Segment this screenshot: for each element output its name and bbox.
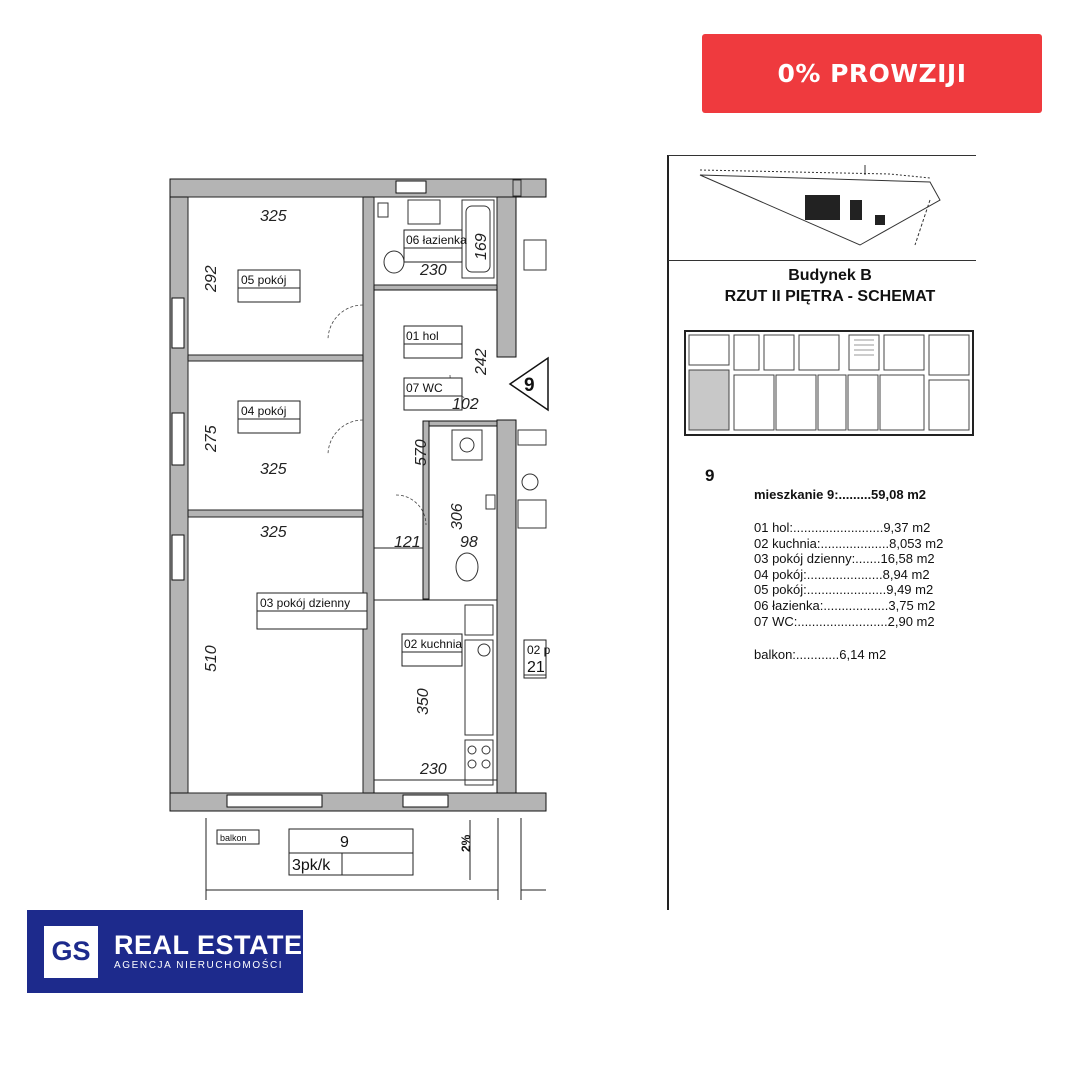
panel-divider — [667, 155, 669, 910]
unit-area-summary: mieszkanie 9:.........59,08 m2 — [754, 487, 926, 502]
room-label-01: 01 hol — [406, 329, 439, 343]
room-label-04: 04 pokój — [241, 404, 286, 418]
room-area-row: 01 hol:.........................9,37 m2 — [754, 520, 931, 535]
unit-box-number: 9 — [340, 834, 349, 851]
header-rule — [668, 155, 976, 156]
room-area-row: 07 WC:.........................2,90 m2 — [754, 613, 935, 629]
walls — [169, 178, 547, 812]
room-label-05: 05 pokój — [241, 273, 286, 287]
balcony — [205, 818, 546, 900]
dimension-230-bathroom: 230 — [419, 262, 447, 279]
dimension-102: 102 — [452, 396, 479, 413]
commission-badge-label: 0% PROWZIJI — [777, 59, 967, 88]
site-map-rule — [668, 260, 976, 261]
dimension-570: 570 — [413, 439, 430, 466]
dimension-242: 242 — [473, 348, 490, 376]
dimension-275: 275 — [203, 425, 220, 453]
logo-initials: GS — [44, 925, 98, 978]
dimension-510: 510 — [203, 645, 220, 672]
room-label-06: 06 łazienka — [406, 233, 467, 247]
dimension-169: 169 — [473, 233, 490, 260]
logo-tagline: AGENCJA NIERUCHOMOŚCI — [114, 959, 284, 971]
room-area-row: 05 pokój:......................9,49 m2 — [754, 582, 934, 598]
room-area-row: 06 łazienka:..................3,75 m2 — [754, 597, 936, 613]
room-area-list: 01 hol:.........................9,37 m2 … — [754, 520, 943, 629]
dimension-98: 98 — [460, 534, 478, 551]
dimension-230-kitchen: 230 — [419, 761, 447, 778]
balcony-area: balkon:............6,14 m2 — [754, 647, 887, 662]
neighbor-room-label: 02 p — [527, 643, 551, 657]
door-swings — [327, 304, 476, 526]
unit-box-type: 3pk/k — [292, 857, 331, 874]
room-area-row: 04 pokój:.....................8,94 m2 — [754, 566, 930, 582]
slope-label: 2% — [459, 834, 473, 852]
neighbor-room-value: 21 — [527, 659, 545, 676]
unit-number: 9 — [705, 466, 715, 485]
floor-overview — [684, 330, 974, 436]
room-area-row: 02 kuchnia:...................8,053 m2 — [754, 535, 944, 551]
room-area-row: 03 pokój dzienny:.......16,58 m2 — [754, 551, 935, 567]
room-label-02: 02 kuchnia — [404, 637, 462, 651]
neighbor-unit — [512, 179, 547, 676]
unit-marker-triangle — [508, 356, 549, 412]
floor-plan: 05 pokój 04 pokój 03 pokój dzienny 06 ła… — [169, 178, 551, 900]
balcony-label: balkon — [220, 833, 247, 843]
dimension-325-lower: 325 — [260, 524, 287, 541]
logo-name: REAL ESTATE — [114, 929, 303, 960]
room-label-07: 07 WC — [406, 381, 443, 395]
building-title: Budynek B — [788, 267, 872, 284]
kitchen-fixtures — [464, 604, 494, 786]
dimension-306: 306 — [449, 503, 466, 530]
dimension-121: 121 — [394, 534, 421, 551]
site-map — [699, 165, 941, 246]
room-label-03: 03 pokój dzienny — [260, 596, 350, 610]
dimension-350: 350 — [415, 688, 432, 715]
windows — [171, 180, 449, 808]
bathroom-fixtures — [377, 199, 496, 582]
dimension-292: 292 — [203, 265, 220, 293]
dimension-325-top: 325 — [260, 208, 287, 225]
agency-logo: GS REAL ESTATE AGENCJA NIERUCHOMOŚCI — [27, 910, 303, 993]
commission-badge: 0% PROWZIJI — [702, 34, 1042, 113]
unit-marker-number: 9 — [524, 375, 535, 396]
dimension-325-middle: 325 — [260, 461, 287, 478]
floor-plan-title: RZUT II PIĘTRA - SCHEMAT — [724, 288, 936, 305]
